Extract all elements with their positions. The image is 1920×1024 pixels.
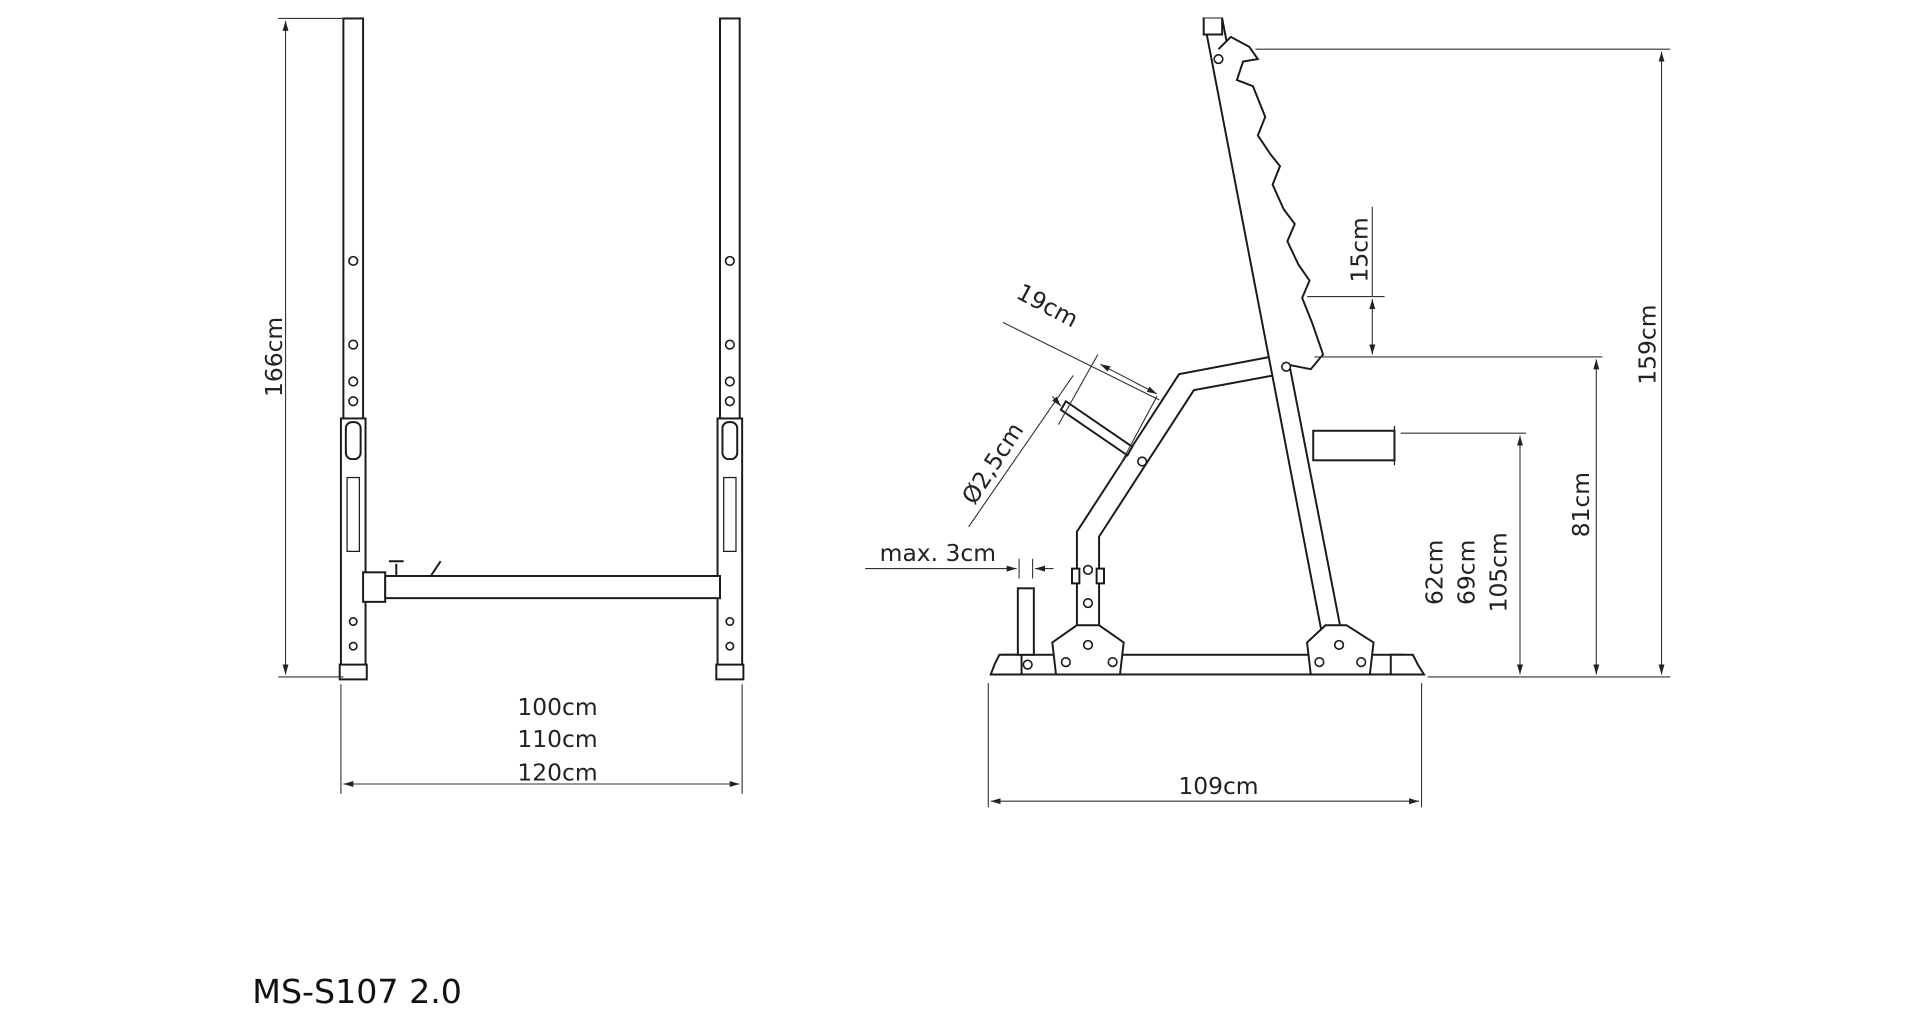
model-title: MS-S107 2.0 (252, 972, 462, 1011)
right-sleeve (716, 417, 744, 678)
spotter-height-label-2: 69cm (1452, 540, 1480, 605)
width-label-3: 120cm (517, 758, 597, 786)
crossbar (384, 575, 721, 600)
rear-post-top (1202, 18, 1224, 36)
left-j-hook (344, 421, 362, 461)
front-view: 166cm 100cm 110cm 120cm (260, 17, 745, 794)
spotter-arm (1312, 429, 1396, 462)
plate-gap-label: max. 3cm (880, 539, 996, 567)
front-holes (348, 255, 735, 651)
depth-label: 109cm (1178, 772, 1258, 800)
right-gusset (1306, 624, 1375, 676)
side-view: 159cm 81cm 62cm 69cm 105cm 15cm 109cm 19… (865, 17, 1671, 808)
width-label-2: 110cm (517, 725, 597, 753)
spotter-height-label-3: 105cm (1484, 532, 1512, 612)
left-logo-plate (346, 476, 360, 552)
hook-spacing-label: 15cm (1345, 217, 1373, 282)
left-gusset (1051, 624, 1125, 676)
crossbar-sleeve (362, 571, 387, 603)
bar-length-dimension (1100, 363, 1158, 395)
hook-rack (1217, 35, 1325, 371)
right-logo-plate (723, 476, 737, 552)
front-height-label: 166cm (260, 317, 288, 397)
overall-height-label: 159cm (1633, 304, 1661, 384)
front-foot (989, 653, 1023, 676)
hook-height-label: 81cm (1567, 472, 1595, 537)
crossbar-knob (388, 560, 442, 577)
spotter-height-label-1: 62cm (1420, 540, 1448, 605)
right-j-hook (721, 421, 739, 461)
left-foot (338, 663, 368, 681)
bar-length-label: 19cm (1012, 278, 1083, 333)
front-frame (1075, 355, 1276, 656)
rear-foot (1389, 653, 1426, 676)
bar-diameter-label: Ø2,5cm (956, 417, 1029, 509)
right-foot (715, 663, 745, 681)
rear-post (1202, 17, 1347, 654)
dip-bar (1059, 399, 1134, 457)
width-label-1: 100cm (517, 693, 597, 721)
plate-post (1016, 587, 1035, 656)
